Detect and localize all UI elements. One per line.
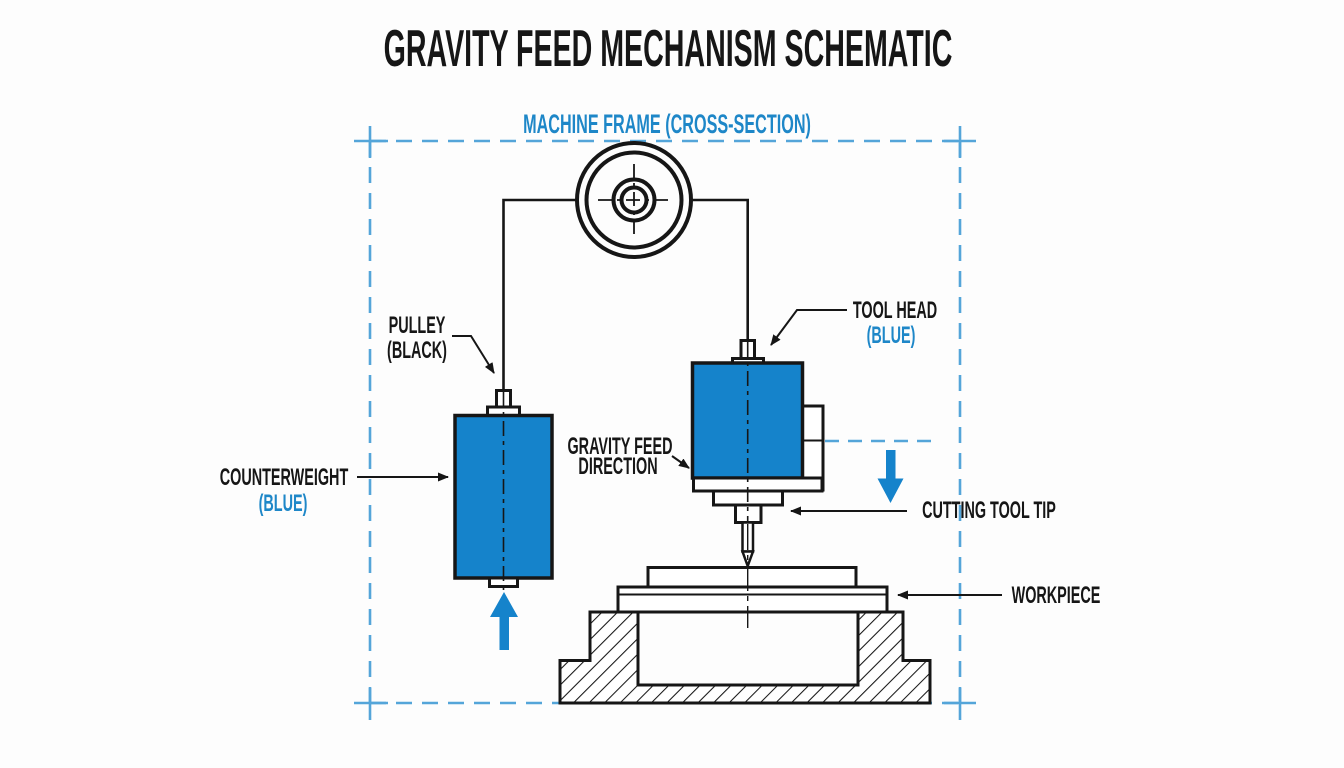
svg-text:MACHINE FRAME (CROSS-SECTION): MACHINE FRAME (CROSS-SECTION) [523, 109, 811, 139]
page-title: GRAVITY FEED MECHANISM SCHEMATIC [384, 19, 953, 77]
counterweight-label-line2: (BLUE) [259, 490, 308, 517]
tool-head-label-line2: (BLUE) [867, 322, 916, 349]
svg-text:CUTTING TOOL TIP: CUTTING TOOL TIP [922, 497, 1056, 524]
pulley-label-line1: PULLEY [389, 312, 446, 339]
tool-head-base-plate [692, 476, 824, 493]
pulley-label-line2: (BLACK) [387, 337, 447, 364]
svg-text:COUNTERWEIGHT: COUNTERWEIGHT [220, 464, 348, 491]
counterweight-up-arrow-icon [490, 592, 518, 650]
workpiece-lower-plate [616, 585, 889, 614]
machine-frame-label: MACHINE FRAME (CROSS-SECTION) [523, 109, 811, 139]
svg-text:PULLEY: PULLEY [389, 312, 446, 339]
tool-head-label-line1: TOOL HEAD [853, 297, 937, 324]
gravity-feed-label-line1: GRAVITY FEED [567, 433, 672, 460]
frame-corner-ticks [354, 126, 976, 720]
gravity-feed-label-line2: DIRECTION [578, 453, 657, 480]
svg-text:(BLUE): (BLUE) [867, 322, 916, 349]
counterweight [453, 389, 554, 591]
svg-text:GRAVITY FEED: GRAVITY FEED [567, 433, 672, 460]
svg-text:TOOL HEAD: TOOL HEAD [853, 297, 937, 324]
counterweight-cable [502, 198, 577, 391]
svg-text:GRAVITY FEED MECHANISM SCHEMAT: GRAVITY FEED MECHANISM SCHEMATIC [384, 19, 953, 77]
feed-direction-down-arrow-icon [877, 450, 904, 503]
svg-text:WORKPIECE: WORKPIECE [1012, 582, 1101, 609]
leader-lines [357, 309, 1002, 600]
svg-text:DIRECTION: DIRECTION [578, 453, 657, 480]
tool-head-cable [691, 198, 750, 341]
tool-head-leader [770, 309, 847, 346]
machine-base [558, 610, 932, 705]
svg-text:(BLUE): (BLUE) [259, 490, 308, 517]
gravity-feed-leader [671, 455, 690, 469]
tool-head-assembly [690, 339, 825, 628]
counterweight-label-line1: COUNTERWEIGHT [220, 464, 348, 491]
workpiece-label: WORKPIECE [1012, 582, 1101, 609]
counterweight-body [453, 413, 554, 580]
pulley-leader [452, 335, 495, 374]
workpiece-assembly [616, 566, 889, 614]
svg-text:(BLACK): (BLACK) [387, 337, 447, 364]
cutting-tool-tip-label: CUTTING TOOL TIP [922, 497, 1056, 524]
workpiece-top-plate [646, 566, 858, 589]
